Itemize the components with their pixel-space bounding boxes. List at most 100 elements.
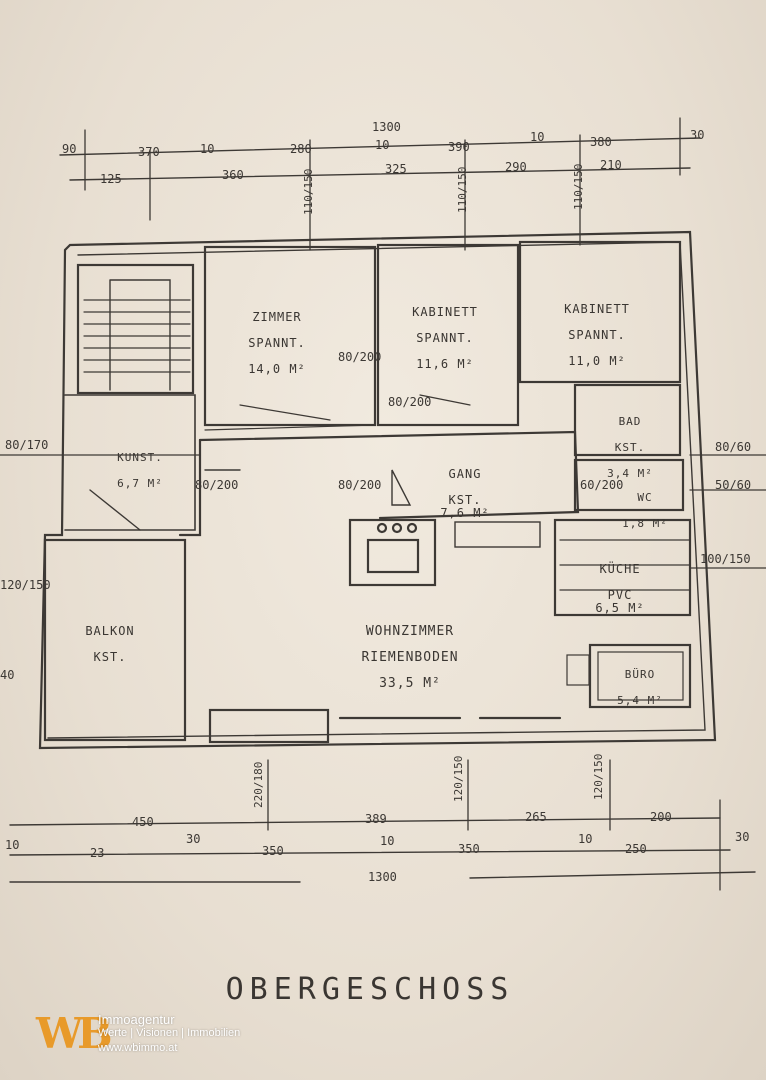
dim-top: 370	[138, 145, 160, 159]
dim-top: 125	[100, 172, 122, 186]
dim-window-top: 110/150	[302, 168, 315, 215]
dim-door: 80/200	[338, 350, 382, 364]
room-area: 11,0 M²	[568, 354, 626, 368]
dim-top-total: 1300	[372, 120, 401, 134]
room-floor: SPANNT.	[568, 328, 626, 342]
dim-bottom: 30	[186, 832, 201, 846]
dim-top: 10	[375, 138, 390, 152]
floor-title: OBERGESCHOSS	[225, 972, 515, 1007]
agency-logo: WB Immoagentur Werte | Visionen | Immobi…	[36, 1010, 296, 1060]
dim-door: 80/200	[195, 478, 239, 492]
dim-bottom: 450	[132, 815, 154, 829]
dim-door: 80/200	[338, 478, 382, 492]
room-name: GANG	[448, 467, 482, 481]
logo-line-2: Werte | Visionen | Immobilien	[98, 1027, 241, 1039]
dim-right: 50/60	[715, 478, 752, 492]
room-label-kueche: KÜCHE PVC 6,5 M²	[565, 550, 675, 615]
room-name: ZIMMER	[252, 310, 302, 324]
room-area: 6,5 M²	[595, 601, 645, 615]
balcony-wall	[43, 538, 187, 742]
room-floor: KST.	[448, 493, 482, 507]
room-label-buero: BÜRO 5,4 M²	[600, 655, 680, 707]
dim-bottom: 265	[525, 810, 547, 824]
room-label-kabinett-2: KABINETT SPANNT. 11,0 M²	[532, 290, 662, 368]
dim-bottom: 350	[458, 842, 480, 856]
dim-bottom: 23	[90, 846, 105, 860]
dim-top: 210	[600, 158, 622, 172]
room-label-wohnzimmer: WOHNZIMMER RIEMENBODEN 33,5 M²	[305, 612, 515, 690]
dim-bottom: 389	[365, 812, 387, 826]
stove	[348, 518, 437, 587]
room-floor: KST.	[614, 441, 646, 454]
room-area: 11,6 M²	[416, 357, 474, 371]
dim-bottom-total: 1300	[368, 870, 397, 884]
room-floor: SPANNT.	[248, 336, 306, 350]
dim-bottom: 10	[5, 838, 20, 852]
dim-top: 325	[385, 162, 407, 176]
dim-window-bottom: 120/150	[592, 753, 605, 800]
room-buero-wall	[588, 643, 692, 709]
room-name: KABINETT	[564, 302, 630, 316]
room-wc-wall	[573, 458, 685, 512]
stair-treads	[83, 299, 191, 373]
room-name: BALKON	[85, 624, 135, 638]
outer-wall	[38, 230, 717, 750]
room-kabinett2-wall	[518, 240, 682, 384]
dim-top: 290	[505, 160, 527, 174]
dim-top: 390	[448, 140, 470, 154]
dim-window-top: 110/150	[456, 166, 469, 213]
room-floor: KST.	[93, 650, 127, 664]
logo-mark: WB	[36, 1009, 113, 1058]
dim-left: 40	[0, 668, 15, 682]
room-name: BAD	[618, 415, 642, 428]
dim-right: 80/60	[715, 440, 752, 454]
room-name: WOHNZIMMER	[365, 624, 455, 639]
stair-rail	[109, 279, 171, 391]
room-label-balkon: BALKON KST.	[70, 612, 150, 664]
dim-left: 120/150	[0, 578, 51, 592]
room-name: KABINETT	[412, 305, 478, 319]
dim-right: 100/150	[700, 552, 751, 566]
room-floor: SPANNT.	[416, 331, 474, 345]
room-name: WC	[637, 491, 653, 504]
room-floor: RIEMENBODEN	[361, 650, 459, 665]
dim-bottom: 250	[625, 842, 647, 856]
dim-top: 10	[530, 130, 545, 144]
dim-top: 30	[690, 128, 705, 142]
room-bad-wall	[573, 383, 682, 457]
logo-line-3: www.wbimmo.at	[98, 1042, 178, 1054]
room-area: 1,8 M²	[622, 517, 668, 530]
dim-window-bottom: 120/150	[452, 755, 465, 802]
dim-top: 10	[200, 142, 215, 156]
room-area: 3,4 M²	[607, 467, 653, 480]
dim-top: 360	[222, 168, 244, 182]
dim-bottom: 10	[380, 834, 395, 848]
dim-top: 90	[62, 142, 77, 156]
dim-window-top: 110/150	[572, 163, 585, 210]
room-label-kabinett-1: KABINETT SPANNT. 11,6 M²	[385, 293, 505, 371]
room-floor: PVC	[607, 588, 633, 602]
dim-top: 380	[590, 135, 612, 149]
room-area: 7,6 M²	[440, 506, 490, 520]
room-name: KUNST.	[117, 451, 163, 464]
room-label-wc: WC 1,8 M²	[610, 478, 680, 530]
dim-top: 280	[290, 142, 312, 156]
corridor-wall	[198, 430, 580, 520]
dim-bottom: 350	[262, 844, 284, 858]
room-name: KÜCHE	[599, 562, 641, 576]
dim-door: 60/200	[580, 478, 624, 492]
room-name: BÜRO	[624, 668, 656, 681]
dim-bottom: 200	[650, 810, 672, 824]
window-bottom	[208, 708, 330, 744]
dim-door: 80/200	[388, 395, 432, 409]
room-kabinett1-wall	[376, 243, 520, 427]
room-label-zimmer: ZIMMER SPANNT. 14,0 M²	[222, 298, 332, 376]
dim-left: 80/170	[5, 438, 49, 452]
room-area: 6,7 M²	[117, 477, 163, 490]
dim-window-bottom: 220/180	[252, 761, 265, 808]
dim-bottom: 10	[578, 832, 593, 846]
room-area: 5,4 M²	[617, 694, 663, 707]
room-zimmer-wall	[203, 245, 377, 427]
dim-bottom: 30	[735, 830, 750, 844]
